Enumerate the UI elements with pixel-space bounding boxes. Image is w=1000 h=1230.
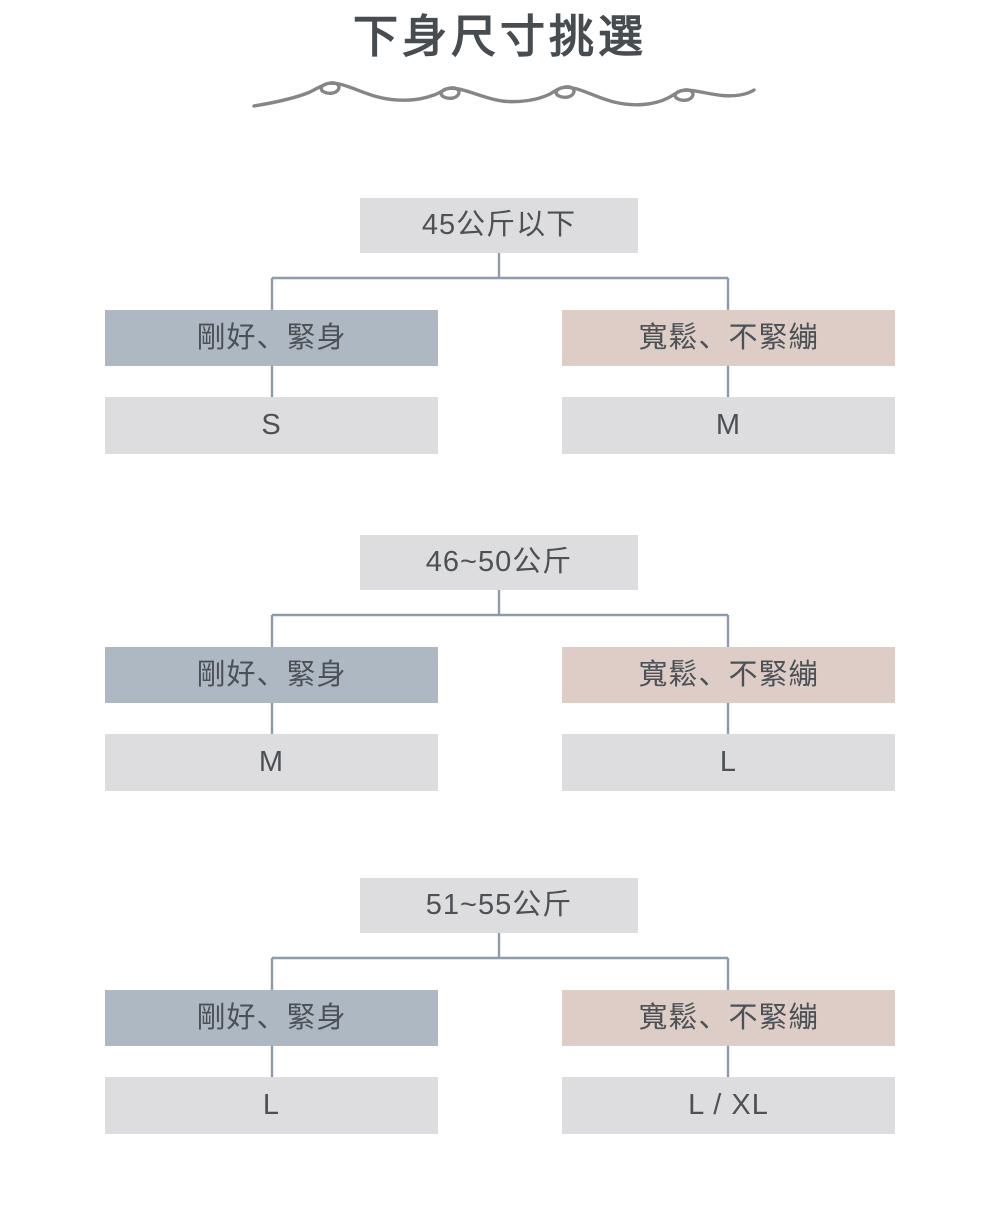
recommended-size-loose[interactable]: M: [562, 397, 895, 454]
recommended-size-snug[interactable]: L: [105, 1077, 438, 1134]
weight-range-node[interactable]: 45公斤以下: [360, 198, 638, 253]
recommended-size-loose[interactable]: L: [562, 734, 895, 791]
page-header: 下身尺寸挑選: [0, 0, 1000, 140]
weight-range-node[interactable]: 46~50公斤: [360, 535, 638, 590]
size-group-2: 46~50公斤 剛好、緊身 寬鬆、不緊繃 M L: [0, 527, 1000, 797]
weight-range-node[interactable]: 51~55公斤: [360, 878, 638, 933]
size-group-1: 45公斤以下 剛好、緊身 寬鬆、不緊繃 S M: [0, 190, 1000, 460]
page-title: 下身尺寸挑選: [352, 11, 647, 62]
fit-option-snug[interactable]: 剛好、緊身: [105, 310, 438, 366]
fit-option-snug[interactable]: 剛好、緊身: [105, 990, 438, 1046]
fit-option-loose[interactable]: 寬鬆、不緊繃: [562, 647, 895, 703]
size-group-3: 51~55公斤 剛好、緊身 寬鬆、不緊繃 L L / XL: [0, 870, 1000, 1140]
fit-option-snug[interactable]: 剛好、緊身: [105, 647, 438, 703]
fit-option-loose[interactable]: 寬鬆、不緊繃: [562, 990, 895, 1046]
recommended-size-loose[interactable]: L / XL: [562, 1077, 895, 1134]
recommended-size-snug[interactable]: S: [105, 397, 438, 454]
recommended-size-snug[interactable]: M: [105, 734, 438, 791]
wavy-loop-divider-icon: [252, 81, 756, 108]
fit-option-loose[interactable]: 寬鬆、不緊繃: [562, 310, 895, 366]
